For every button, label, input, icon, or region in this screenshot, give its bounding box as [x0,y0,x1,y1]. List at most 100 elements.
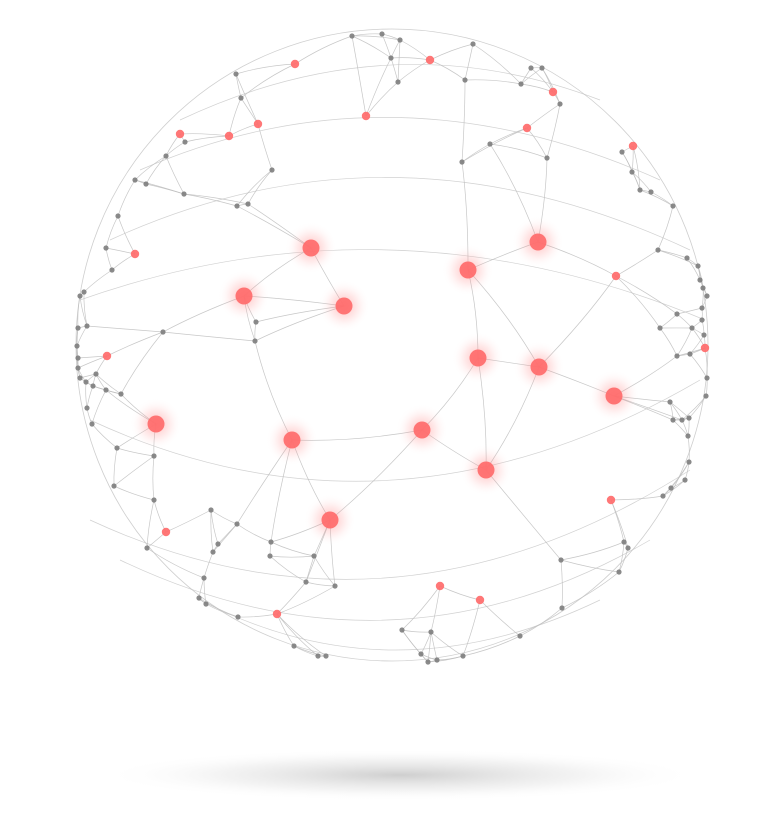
node-gray [132,177,138,183]
hub-node-red [530,358,548,376]
node-red [253,119,263,129]
node-gray [103,245,109,251]
network-edge [240,97,259,125]
node-gray [253,319,259,325]
surface-arc [139,117,661,181]
node-red [102,351,112,361]
network-edge [236,523,272,543]
node-gray [544,155,550,161]
network-edge [401,629,432,633]
network-edge [657,249,699,267]
node-gray [517,633,523,639]
node-gray [616,569,622,575]
network-edge [269,555,315,558]
node-gray [111,483,117,489]
network-edge [659,313,678,329]
node-gray [151,497,157,503]
surface-arc [79,249,706,321]
node-gray [332,583,338,589]
network-edge [113,447,118,487]
network-edge [210,509,214,553]
node-gray [215,541,221,547]
node-gray [75,355,81,361]
node-gray [679,417,685,423]
node-gray [83,379,89,385]
network-edge [429,59,466,81]
network-edge [701,287,704,309]
network-edge [228,123,259,137]
network-edge [704,347,708,379]
network-edge [257,123,273,171]
node-gray [303,579,309,585]
node-red [548,87,558,97]
network-edge [247,169,273,205]
hub-node-red [235,287,253,305]
node-gray [208,507,214,513]
network-edge [91,423,118,449]
node-red [628,141,638,151]
node-gray [686,415,692,421]
node-gray [674,353,680,359]
node-red [475,595,485,605]
node-gray [397,37,403,43]
node-gray [210,549,216,555]
hub-node-red [413,421,431,439]
node-gray [697,277,703,283]
node-gray [77,293,83,299]
network-edge [77,295,81,329]
network-edge [152,455,155,501]
node-gray [425,659,431,665]
node-gray [699,317,705,323]
node-gray [699,305,705,311]
node-gray [670,203,676,209]
hub-node-red [147,415,165,433]
node-red [700,343,710,353]
network-edge [632,145,641,191]
network-edge [560,541,625,561]
network-edge [111,253,136,271]
node-gray [621,539,627,545]
network-edge [237,613,278,618]
surface-arc [179,64,601,121]
network-edge [462,599,481,657]
surface-arc [119,539,651,621]
node-gray [245,201,251,207]
network-edge [390,39,401,59]
node-gray [323,653,329,659]
node-gray [201,575,207,581]
network-edge [657,205,674,251]
network-edge [520,67,532,85]
network-edge [351,35,392,59]
network-edge [351,35,401,41]
surface-arc [89,469,691,580]
node-red [290,59,300,69]
network-edge [462,635,521,657]
network-edge [146,547,205,579]
node-gray [89,421,95,427]
node-gray [674,311,680,317]
network-edge [134,179,185,195]
node-gray [704,293,710,299]
node-gray [235,614,241,620]
node-gray [182,139,188,145]
network-edge [615,275,678,315]
network-edge [212,523,238,553]
node-gray [349,33,355,39]
node-gray [74,343,80,349]
node-gray [203,601,209,607]
network-edge [351,35,367,117]
surface-arc [199,599,601,651]
network-edge [106,331,164,357]
node-gray [629,169,635,175]
network-edge [659,327,678,357]
network-edge [381,33,401,41]
network-edge [687,417,690,437]
node-gray [252,338,258,344]
node-gray [160,329,166,335]
node-gray [704,375,710,381]
node-gray [144,545,150,551]
node-gray [700,285,706,291]
network-edge [313,555,336,587]
network-edge [276,613,319,657]
